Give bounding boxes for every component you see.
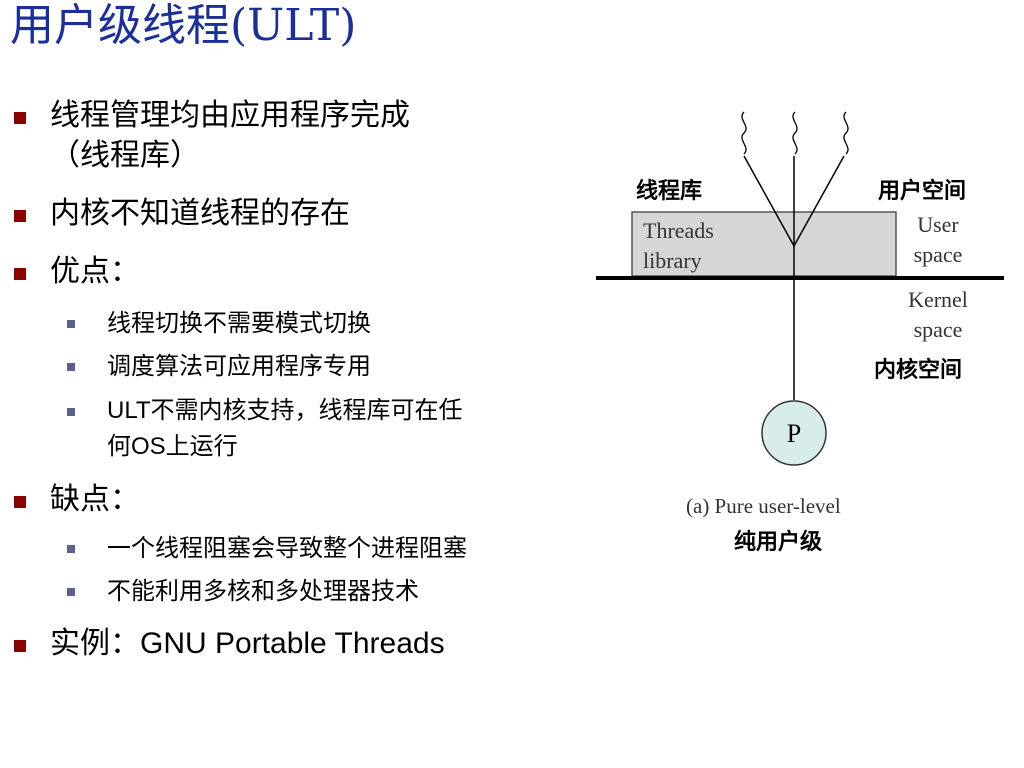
kernel-space-text-line2: space <box>914 317 963 342</box>
kernel-space-label-cn: 内核空间 <box>874 357 962 383</box>
diagram-caption-cn: 纯用户级 <box>734 529 822 555</box>
bullet-marker <box>14 268 26 280</box>
kernel-space-text-line1: Kernel <box>908 287 968 312</box>
slide-title: 用户级线程(ULT) <box>10 0 357 51</box>
bullet-marker <box>14 210 26 222</box>
bullet-marker <box>14 640 26 652</box>
threads-library-label-cn: 线程库 <box>636 178 702 204</box>
threads-library-text-line1: Threads <box>643 218 714 243</box>
user-space-label-cn: 用户空间 <box>878 178 966 204</box>
sub-bullet-marker <box>67 320 75 328</box>
user-space-text-line1: User <box>917 212 959 237</box>
bullet-marker <box>14 496 26 508</box>
process-circle <box>761 400 827 466</box>
threads-library-box <box>631 211 897 277</box>
thread-squiggle-right <box>843 111 849 155</box>
threads-library-text-line2: library <box>643 248 702 273</box>
sub-bullet-marker <box>67 588 75 596</box>
thread-squiggle-middle <box>792 111 798 155</box>
user-space-text-line2: space <box>914 242 963 267</box>
process-label: P <box>787 419 801 448</box>
diagram-caption-en: (a) Pure user-level <box>686 494 841 518</box>
bullet-marker <box>14 112 26 124</box>
sub-bullet-marker <box>67 545 75 553</box>
thread-line-right <box>793 155 845 247</box>
sub-bullet-marker <box>67 363 75 371</box>
sub-bullet-marker <box>67 408 75 416</box>
thread-squiggle-left <box>741 111 747 155</box>
thread-line-left <box>743 155 795 247</box>
